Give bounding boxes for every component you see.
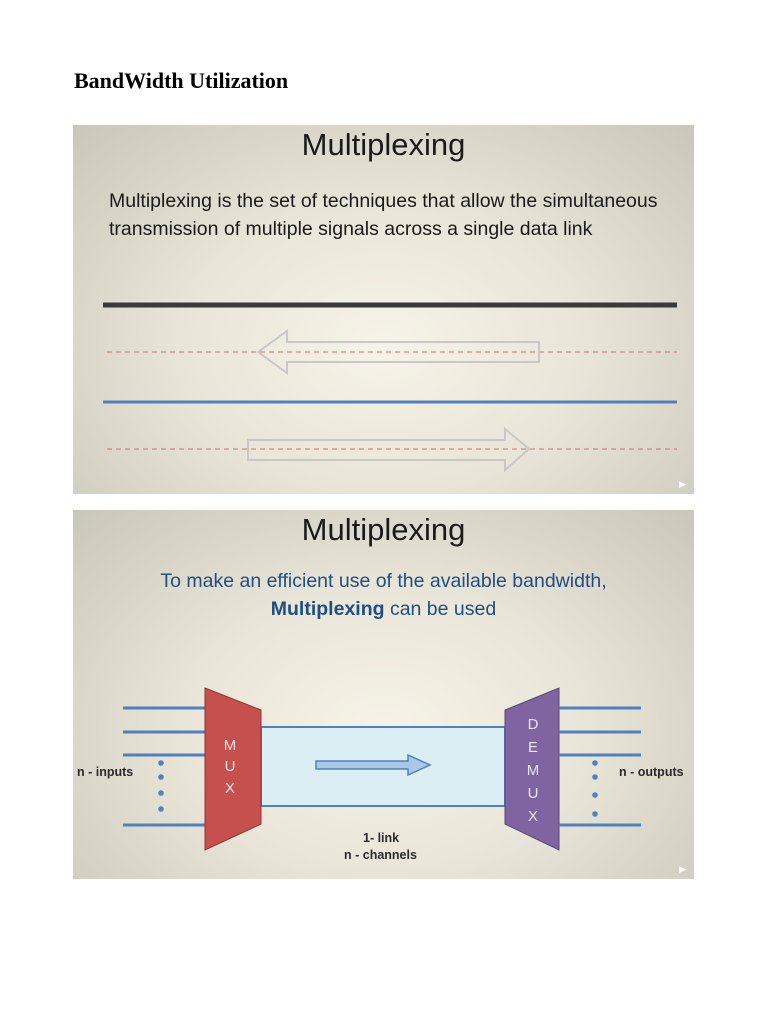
mux-diagram: M U X D E M U X	[123, 687, 641, 851]
cursor-icon: ▶	[679, 479, 686, 489]
slide-multiplexing-mux: Multiplexing To make an efficient use of…	[73, 510, 694, 879]
dot-icon	[592, 774, 598, 780]
demux-block	[504, 687, 560, 851]
body-line-rest: can be used	[384, 598, 497, 620]
body-line-2: Multiplexing can be used	[93, 595, 674, 623]
dot-icon	[158, 790, 164, 796]
link-arrow-icon	[315, 753, 432, 777]
left-arrow-icon	[256, 329, 540, 375]
dot-icon	[158, 760, 164, 766]
demux-letter: D	[528, 716, 539, 733]
body-bold-term: Multiplexing	[270, 598, 385, 620]
demux-letter: E	[528, 739, 538, 756]
channels-label: n - channels	[344, 848, 417, 862]
dot-icon	[592, 760, 598, 766]
slide-body-text: To make an efficient use of the availabl…	[93, 567, 674, 623]
right-arrow-icon	[247, 426, 531, 473]
cursor-icon: ▶	[679, 864, 686, 874]
dot-icon	[592, 811, 598, 817]
dot-icon	[592, 792, 598, 798]
link-diagram	[103, 302, 677, 473]
outputs-label: n - outputs	[619, 765, 684, 779]
slide-multiplexing-definition: Multiplexing Multiplexing is the set of …	[73, 125, 694, 494]
demux-letter: X	[528, 808, 538, 825]
slide-title: Multiplexing	[301, 512, 466, 547]
mux-letter: U	[225, 758, 236, 775]
dot-icon	[158, 774, 164, 780]
link-label: 1- link	[363, 831, 400, 845]
mux-letter: M	[224, 737, 237, 754]
demux-letter: U	[528, 785, 539, 802]
slide-body-text: Multiplexing is the set of techniques th…	[109, 190, 658, 240]
document-heading: BandWidth Utilization	[74, 68, 289, 93]
slide-title: Multiplexing	[301, 127, 466, 162]
mux-block	[204, 687, 262, 851]
body-line-1: To make an efficient use of the availabl…	[160, 570, 607, 592]
inputs-label: n - inputs	[77, 765, 134, 779]
mux-letter: X	[225, 780, 235, 797]
demux-letter: M	[527, 762, 540, 779]
dot-icon	[158, 806, 164, 812]
